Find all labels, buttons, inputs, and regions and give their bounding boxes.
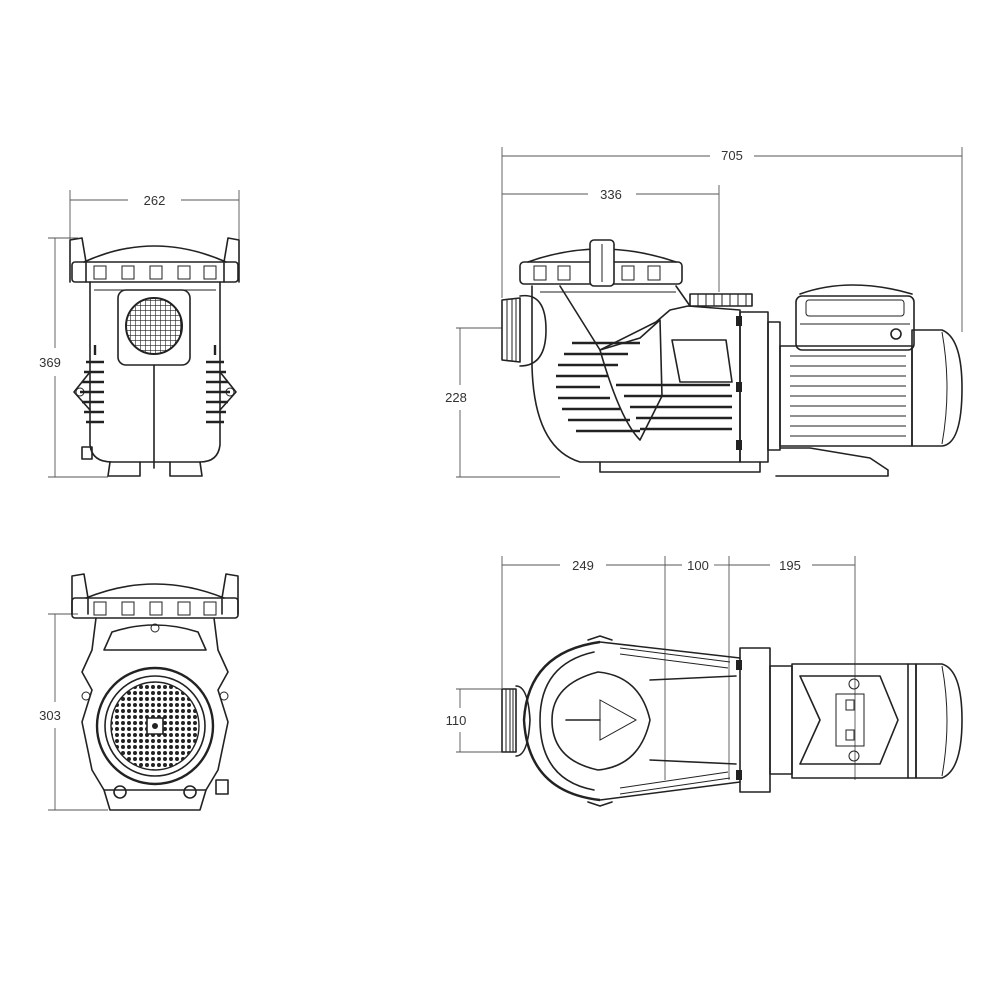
- dim-seg-195: 195: [779, 558, 801, 573]
- dim-seg-100: 100: [687, 558, 709, 573]
- side-dimensions: 705 336 228: [445, 147, 963, 478]
- top-view: 249 100 195 110: [446, 556, 963, 807]
- front-top-dimensions: 262 369: [39, 190, 240, 478]
- dim-height-303: 303: [39, 708, 61, 723]
- front-bottom-dimensions: 303: [39, 613, 108, 811]
- side-view: 705 336 228: [445, 147, 963, 478]
- dim-inlet-outlet-336: 336: [600, 187, 622, 202]
- dim-inlet-height-228: 228: [445, 390, 467, 405]
- dim-inlet-110: 110: [446, 713, 467, 728]
- dim-seg-249: 249: [572, 558, 594, 573]
- dim-height-369: 369: [39, 355, 61, 370]
- dim-overall-705: 705: [721, 148, 743, 163]
- front-view-top: 262 369: [39, 190, 240, 478]
- top-dimensions: 249 100 195 110: [446, 556, 856, 780]
- front-view-bottom: 303: [39, 573, 239, 811]
- dim-width-262: 262: [144, 193, 166, 208]
